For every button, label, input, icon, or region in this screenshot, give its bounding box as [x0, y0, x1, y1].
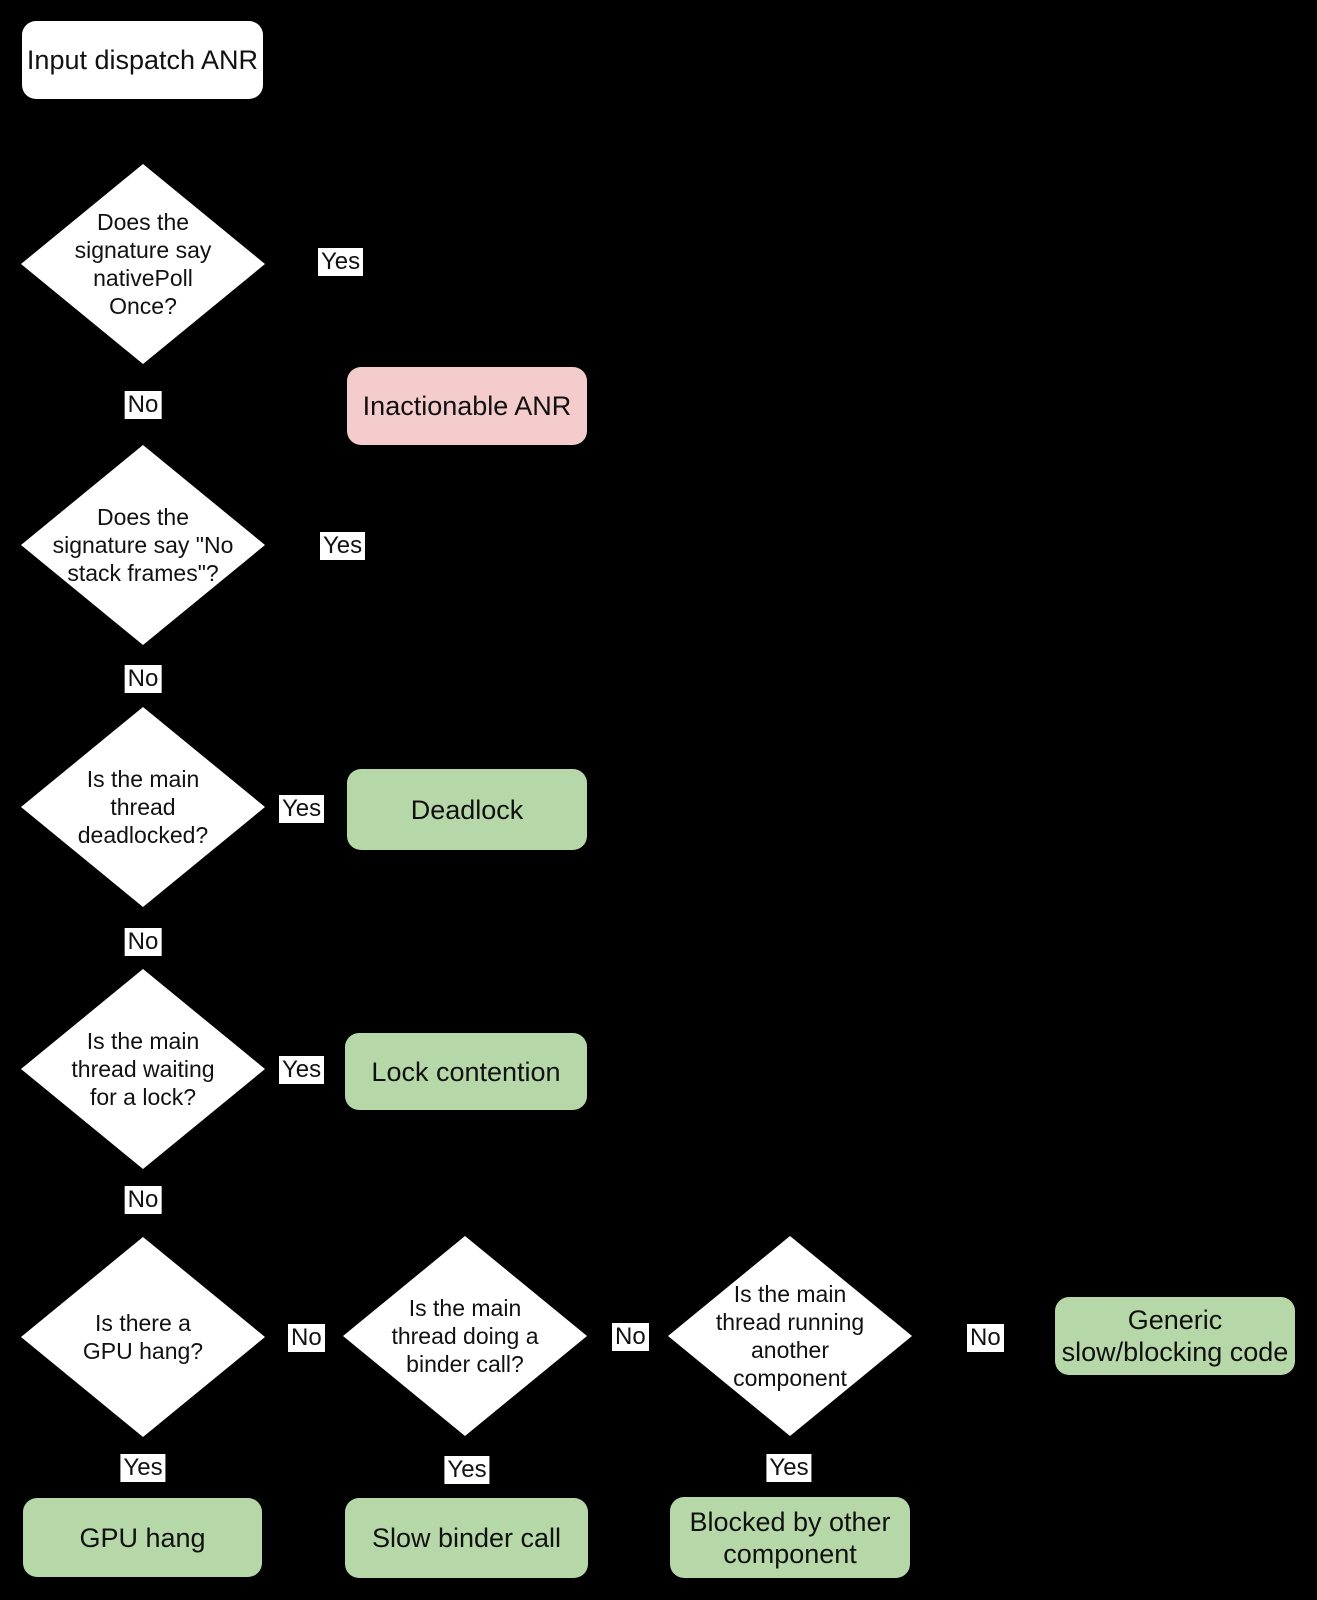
edge-label-no-binder-call: No — [612, 1323, 649, 1351]
decision-signature-no-stack-frames: Does the signature say "No stack frames"… — [21, 445, 265, 645]
edge-label-yes-nativepollonce: Yes — [318, 248, 364, 276]
outcome-deadlock: Deadlock — [347, 769, 587, 850]
decision-main-thread-deadlocked: Is the main thread deadlocked? — [21, 707, 265, 907]
edge-label-yes-deadlocked: Yes — [279, 795, 325, 823]
edge-label-no-gpu-hang: No — [288, 1324, 325, 1352]
edge-label-no-deadlocked: No — [124, 928, 162, 956]
outcome-lock-contention: Lock contention — [345, 1033, 587, 1110]
decision-running-another-component: Is the main thread running another compo… — [668, 1236, 912, 1436]
edge-label-no-no-stack-frames: No — [124, 665, 162, 693]
decision-binder-call: Is the main thread doing a binder call? — [343, 1236, 587, 1436]
edge-label-yes-gpu-hang: Yes — [120, 1454, 166, 1482]
outcome-blocked-by-other-component: Blocked by other component — [670, 1497, 910, 1578]
start-node-input-dispatch-anr: Input dispatch ANR — [22, 21, 263, 99]
edge-label-no-waiting-lock: No — [124, 1186, 162, 1214]
outcome-slow-binder-call: Slow binder call — [345, 1498, 588, 1578]
decision-signature-nativepollonce: Does the signature say nativePoll Once? — [21, 164, 265, 364]
edge-label-no-another-component: No — [967, 1324, 1004, 1352]
decision-gpu-hang: Is there a GPU hang? — [21, 1237, 265, 1437]
outcome-generic-slow-blocking-code: Generic slow/blocking code — [1055, 1297, 1295, 1375]
outcome-gpu-hang: GPU hang — [23, 1498, 262, 1577]
edge-label-yes-another-component: Yes — [766, 1454, 812, 1482]
outcome-inactionable-anr: Inactionable ANR — [347, 367, 587, 445]
decision-main-thread-waiting-lock: Is the main thread waiting for a lock? — [21, 969, 265, 1169]
edge-label-yes-waiting-lock: Yes — [279, 1056, 325, 1084]
edge-label-no-nativepollonce: No — [124, 391, 162, 419]
edge-label-yes-no-stack-frames: Yes — [320, 532, 366, 560]
edge-label-yes-binder-call: Yes — [444, 1456, 490, 1484]
